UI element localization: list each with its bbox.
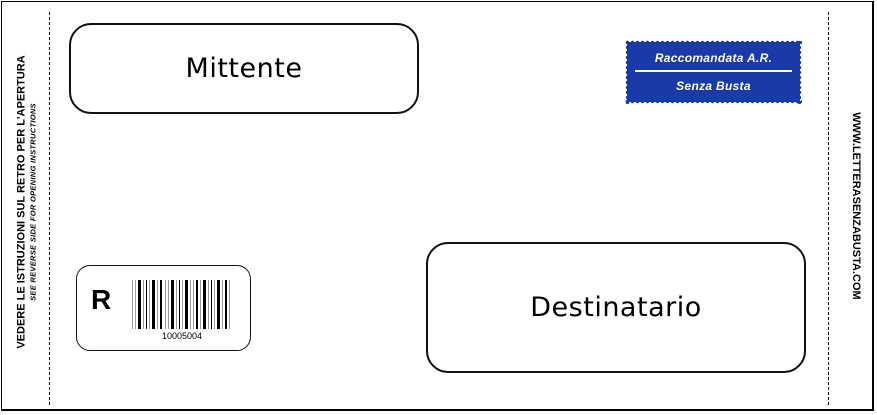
registered-letter: R bbox=[91, 284, 112, 315]
barcode-icon bbox=[132, 280, 232, 329]
opening-instructions-italian: VEDERE LE ISTRUZIONI SUL RETRO PER L'APE… bbox=[15, 55, 28, 349]
registered-barcode-label: R 10005004 bbox=[76, 265, 251, 351]
website-url: WWW.LETTERASENZABUSTA.COM bbox=[850, 112, 862, 300]
website-notice: WWW.LETTERASENZABUSTA.COM bbox=[837, 2, 875, 412]
opening-instructions: VEDERE LE ISTRUZIONI SUL RETRO PER L'APE… bbox=[6, 2, 48, 412]
stamp-title: Raccomandata A.R. bbox=[654, 51, 773, 65]
stamp-divider bbox=[635, 70, 792, 72]
left-fold-line bbox=[49, 12, 50, 405]
opening-instructions-english: SEE REVERSE SIDE FOR OPENING INSTRUCTION… bbox=[28, 103, 38, 301]
sender-box[interactable]: Mittente bbox=[69, 23, 419, 114]
sender-label: Mittente bbox=[185, 53, 303, 84]
barcode-number: 10005004 bbox=[161, 331, 203, 341]
stamp-background bbox=[627, 42, 800, 102]
recipient-box[interactable]: Destinatario bbox=[426, 242, 806, 373]
registered-mail-stamp: Raccomandata A.R. Senza Busta bbox=[625, 40, 802, 104]
recipient-label: Destinatario bbox=[530, 292, 702, 323]
right-fold-line bbox=[828, 12, 829, 405]
stamp-subtitle: Senza Busta bbox=[676, 79, 751, 93]
